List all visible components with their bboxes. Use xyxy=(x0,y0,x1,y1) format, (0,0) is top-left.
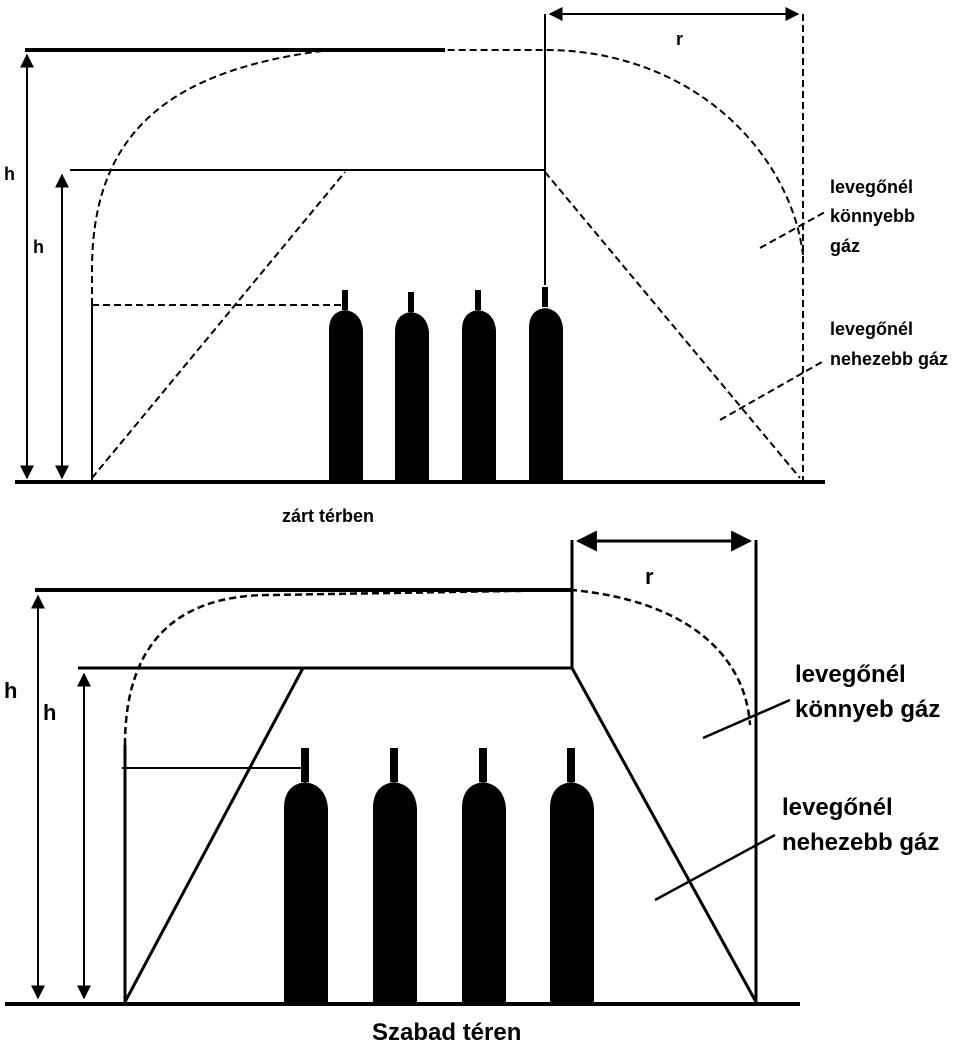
gas-cylinder xyxy=(550,748,594,1004)
gas-cylinder xyxy=(284,748,328,1004)
top-lighter-gas-label-line1: levegőnél xyxy=(830,177,913,197)
top-lighter-gas-label-line3: gáz xyxy=(830,236,860,256)
gas-cylinder xyxy=(529,287,563,480)
bottom-diagram: h h r levegőnél könnyeb gáz levegőnél ne… xyxy=(4,530,940,1046)
bottom-lighter-gas-label-line1: levegőnél xyxy=(795,661,906,688)
top-heavier-gas-label-line1: levegőnél xyxy=(830,319,913,339)
bottom-inner-height-label: h xyxy=(43,700,56,725)
bottom-heavier-gas-label-line1: levegőnél xyxy=(782,794,893,821)
bottom-outer-height-label: h xyxy=(4,678,17,703)
bottom-lighter-gas-leader xyxy=(702,698,791,740)
gas-cylinder xyxy=(462,748,506,1004)
top-lighter-gas-envelope xyxy=(91,49,804,305)
top-outer-height-label: h xyxy=(4,164,15,184)
top-inner-height-label: h xyxy=(33,237,44,257)
top-diagram: h h r levegőnél könnyebb gáz levegőnél n… xyxy=(4,7,948,526)
gas-cylinder xyxy=(462,290,496,480)
top-radius-label: r xyxy=(676,29,683,49)
bottom-lighter-gas-label-line2: könnyeb gáz xyxy=(795,696,940,723)
top-lighter-gas-label-line2: könnyebb xyxy=(830,206,915,226)
top-heavier-gas-label-line2: nehezebb gáz xyxy=(830,349,948,369)
bottom-lighter-gas-envelope xyxy=(123,588,752,746)
top-heavier-gas-zone xyxy=(91,171,801,479)
gas-cylinder xyxy=(329,290,363,480)
top-heavier-gas-leader xyxy=(719,361,823,421)
bottom-heavier-gas-label-line2: nehezebb gáz xyxy=(782,829,939,856)
bottom-caption: Szabad téren xyxy=(372,1019,521,1046)
bottom-cylinders xyxy=(284,748,594,1004)
top-caption: zárt térben xyxy=(282,506,374,526)
gas-cylinder xyxy=(395,292,429,480)
bottom-radius-label: r xyxy=(645,564,654,589)
bottom-heavier-gas-zone xyxy=(123,667,758,1003)
top-lighter-gas-leader xyxy=(759,211,826,249)
bottom-heavier-gas-leader xyxy=(654,833,776,902)
top-cylinders xyxy=(329,287,563,480)
gas-cylinder xyxy=(373,748,417,1004)
